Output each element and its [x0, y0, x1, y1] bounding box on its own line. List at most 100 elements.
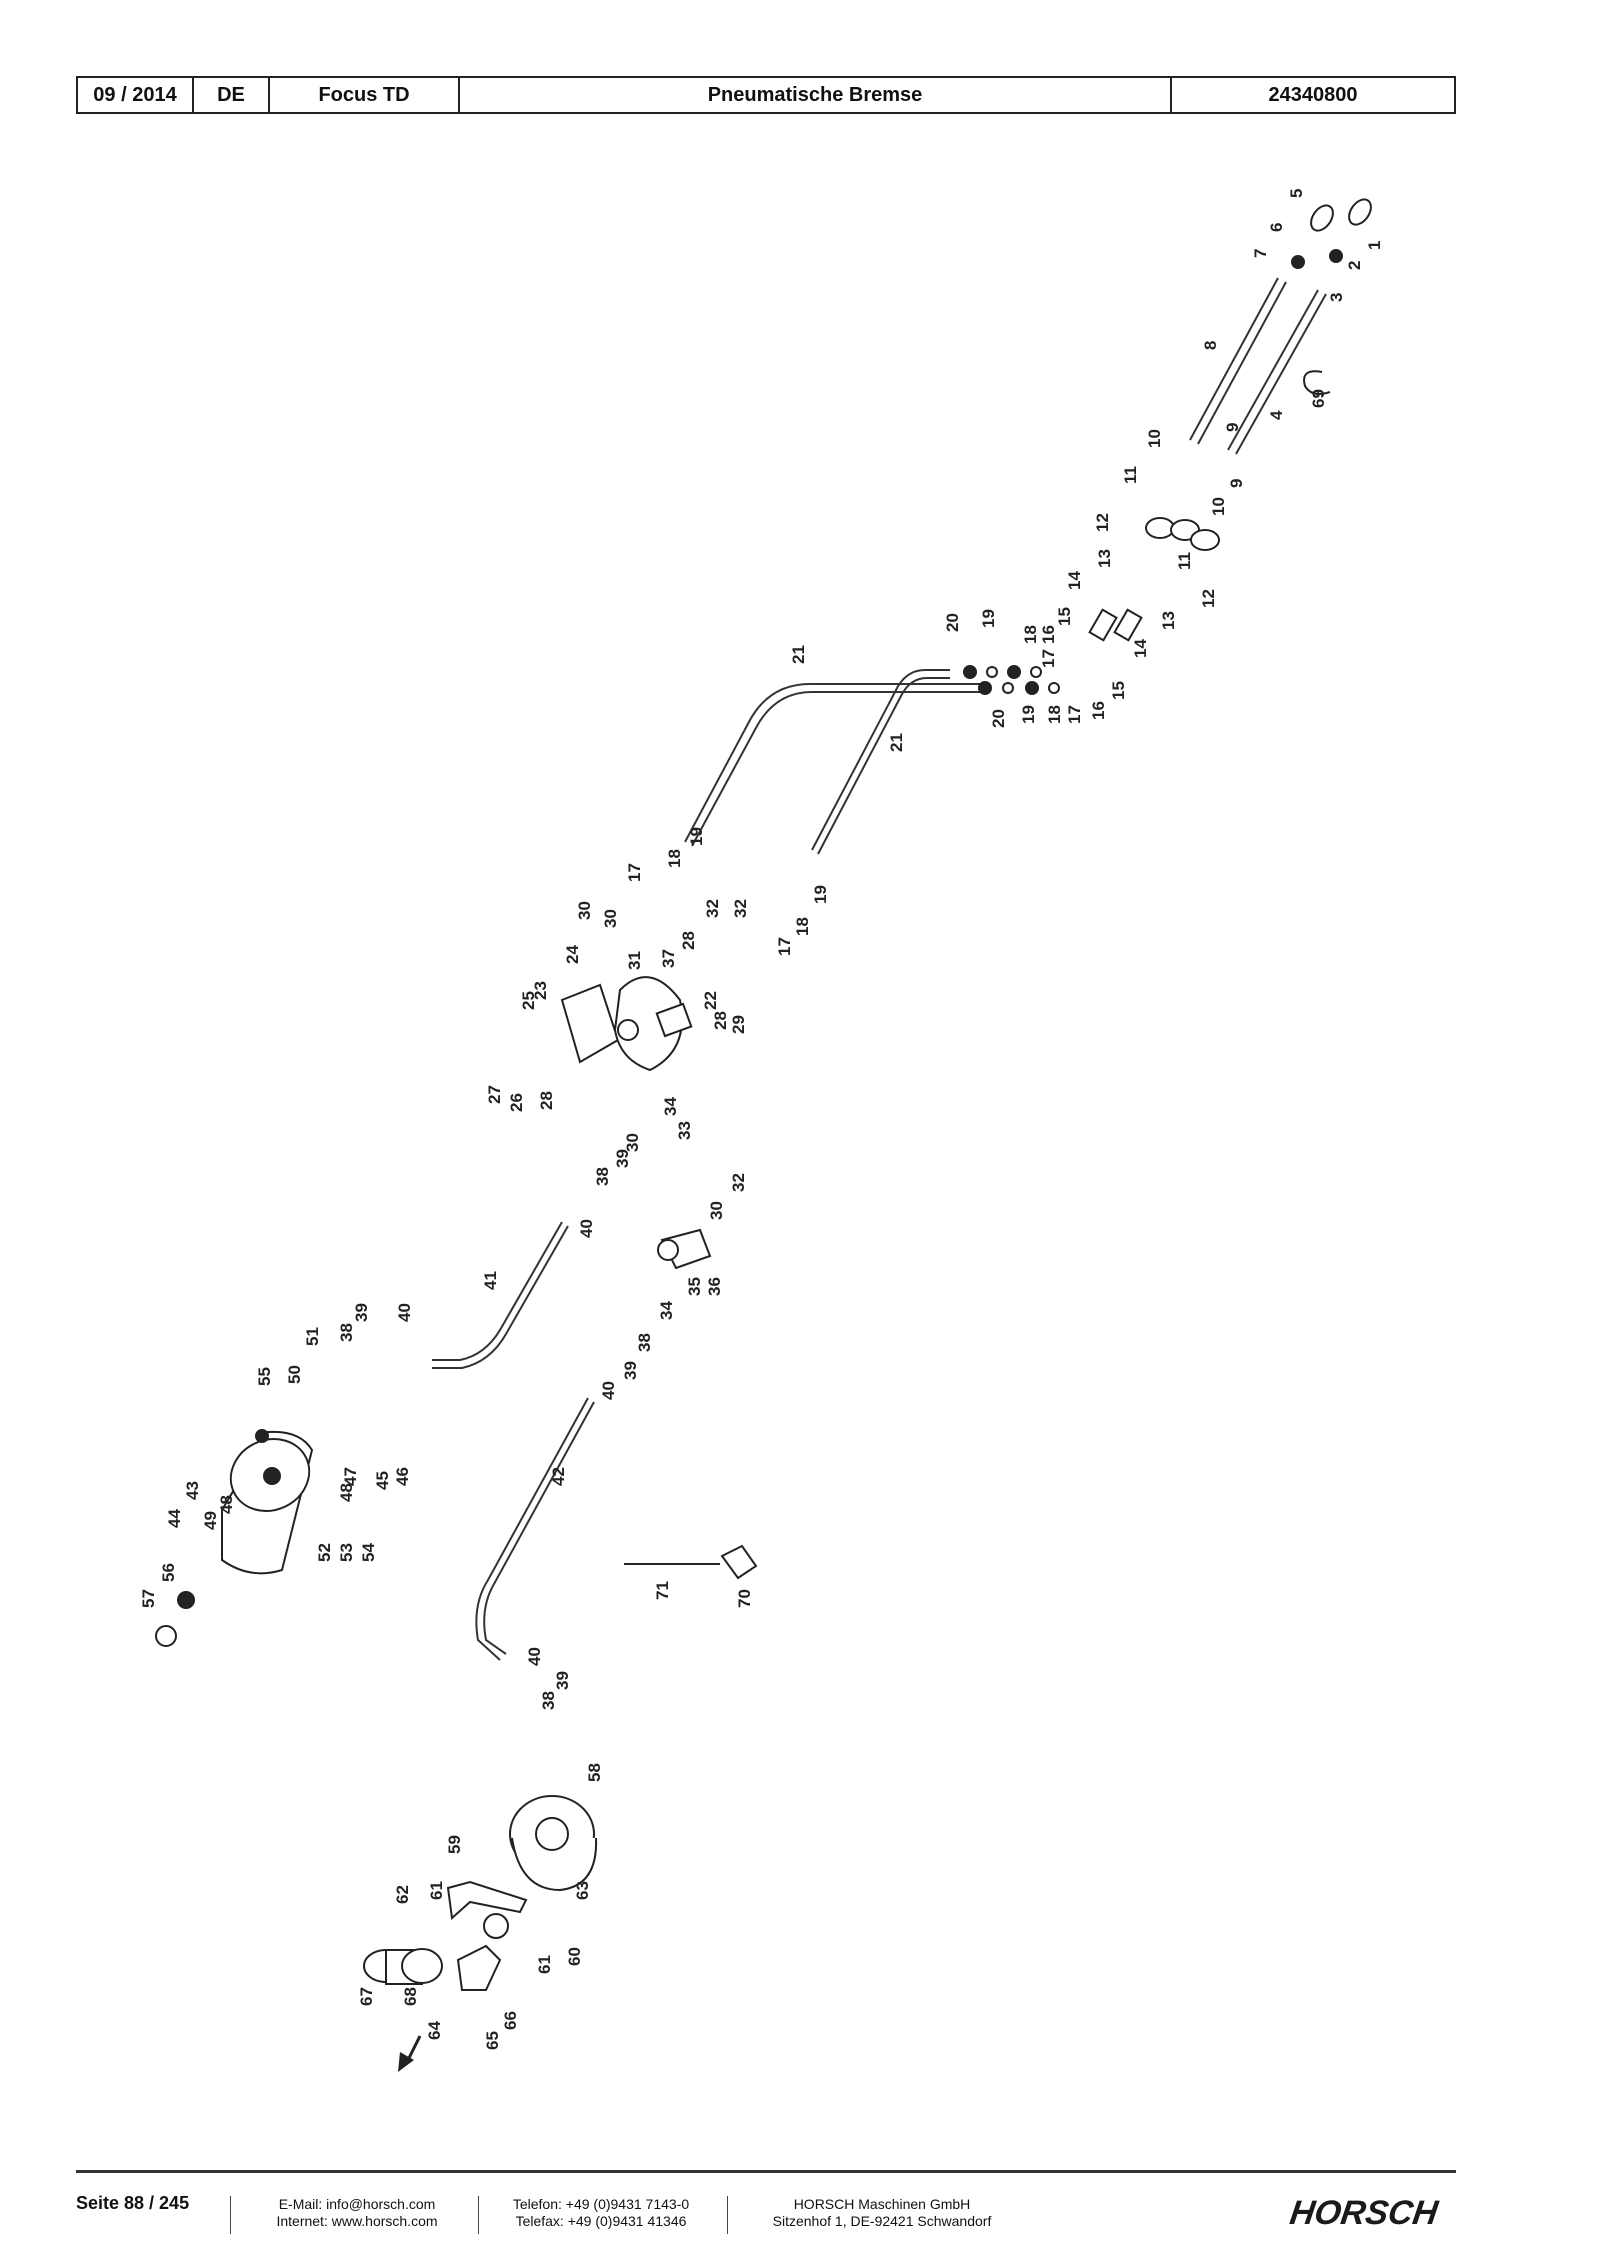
part-label-41: 41 [481, 1271, 500, 1290]
part-label-38: 38 [593, 1167, 612, 1186]
part-label-20: 20 [989, 709, 1008, 728]
svg-text:HORSCH: HORSCH [1287, 2194, 1441, 2232]
part-label-24: 24 [563, 945, 582, 964]
part-label-40: 40 [395, 1303, 414, 1322]
part-label-45: 45 [373, 1471, 392, 1490]
footer-fax: Telefax: +49 (0)9431 41346 [515, 2213, 687, 2229]
header-language: DE [194, 78, 270, 112]
pipes [432, 277, 1327, 1661]
part-label-55: 55 [255, 1367, 274, 1386]
part-label-70: 70 [735, 1589, 754, 1608]
part-label-17: 17 [1065, 705, 1084, 724]
part-label-14: 14 [1065, 571, 1084, 590]
part-label-34: 34 [661, 1097, 680, 1116]
part-label-17: 17 [775, 937, 794, 956]
part-label-49: 49 [201, 1511, 220, 1530]
footer-email[interactable]: E-Mail: info@horsch.com [278, 2196, 436, 2212]
header-title: Pneumatische Bremse [460, 78, 1172, 112]
part-label-10: 10 [1209, 497, 1228, 516]
part-label-61: 61 [427, 1881, 446, 1900]
part-label-6: 6 [1267, 223, 1286, 232]
part-label-35: 35 [685, 1277, 704, 1296]
part-label-11: 11 [1175, 552, 1194, 570]
part-label-1: 1 [1365, 241, 1384, 250]
part-label-10: 10 [1145, 429, 1164, 448]
part-label-48: 48 [217, 1495, 236, 1514]
part-label-39: 39 [553, 1671, 572, 1690]
part-label-56: 56 [159, 1563, 178, 1582]
part-label-32: 32 [729, 1173, 748, 1192]
part-label-5: 5 [1287, 189, 1306, 198]
footer-company: HORSCH Maschinen GmbH [793, 2196, 971, 2212]
part-label-30: 30 [707, 1201, 726, 1220]
part-label-71: 71 [653, 1581, 672, 1600]
part-label-21: 21 [887, 733, 906, 752]
footer-contact-phone: Telefon: +49 (0)9431 7143-0 Telefax: +49… [506, 2196, 696, 2230]
part-label-19: 19 [979, 609, 998, 628]
part-label-21: 21 [789, 645, 808, 664]
part-label-27: 27 [485, 1085, 504, 1104]
part-label-40: 40 [577, 1219, 596, 1238]
part-label-51: 51 [303, 1327, 322, 1346]
part-label-15: 15 [1109, 681, 1128, 700]
page-number: Seite 88 / 245 [76, 2193, 190, 2213]
part-label-18: 18 [1045, 705, 1064, 724]
horsch-logo: HORSCH [1287, 2194, 1441, 2232]
part-label-38: 38 [539, 1691, 558, 1710]
footer-website[interactable]: Internet: www.horsch.com [276, 2213, 438, 2229]
part-label-13: 13 [1159, 611, 1178, 630]
part-label-37: 37 [659, 949, 678, 968]
footer-separator [727, 2196, 728, 2234]
direction-arrow-icon [398, 2035, 422, 2072]
part-label-40: 40 [525, 1647, 544, 1666]
part-label-42: 42 [549, 1467, 568, 1486]
part-label-65: 65 [483, 2031, 502, 2050]
part-label-8: 8 [1201, 341, 1220, 350]
part-label-44: 44 [165, 1509, 184, 1528]
part-label-64: 64 [425, 2021, 444, 2040]
part-label-47: 47 [341, 1467, 360, 1486]
part-label-14: 14 [1131, 639, 1150, 658]
part-label-39: 39 [352, 1303, 371, 1322]
part-label-61: 61 [535, 1955, 554, 1974]
part-label-67: 67 [357, 1987, 376, 2006]
part-label-36: 36 [705, 1277, 724, 1296]
parts [155, 198, 1372, 1991]
part-label-7: 7 [1251, 249, 1270, 258]
part-label-16: 16 [1039, 625, 1058, 644]
part-label-69: 69 [1309, 389, 1328, 408]
part-label-28: 28 [711, 1011, 730, 1030]
part-label-63: 63 [573, 1881, 592, 1900]
part-label-3: 3 [1327, 293, 1346, 302]
part-label-33: 33 [675, 1121, 694, 1140]
part-label-62: 62 [393, 1885, 412, 1904]
part-label-32: 32 [703, 899, 722, 918]
part-label-20: 20 [943, 613, 962, 632]
part-label-18: 18 [1021, 625, 1040, 644]
part-label-13: 13 [1095, 549, 1114, 568]
footer-separator [478, 2196, 479, 2234]
part-label-39: 39 [621, 1361, 640, 1380]
part-label-19: 19 [811, 885, 830, 904]
part-label-28: 28 [537, 1091, 556, 1110]
part-label-17: 17 [625, 863, 644, 882]
part-label-16: 16 [1089, 701, 1108, 720]
part-label-32: 32 [731, 899, 750, 918]
part-label-15: 15 [1055, 607, 1074, 626]
footer-contact-web: E-Mail: info@horsch.com Internet: www.ho… [262, 2196, 452, 2230]
header-document-number: 24340800 [1268, 83, 1358, 106]
footer-company-block: HORSCH Maschinen GmbH Sitzenhof 1, DE-92… [752, 2196, 1012, 2230]
part-label-39: 39 [613, 1149, 632, 1168]
part-label-26: 26 [507, 1093, 526, 1112]
part-label-46: 46 [393, 1467, 412, 1486]
part-label-18: 18 [793, 917, 812, 936]
part-label-58: 58 [585, 1763, 604, 1782]
footer-separator [230, 2196, 231, 2234]
footer-rule [76, 2170, 1456, 2173]
footer-address: Sitzenhof 1, DE-92421 Schwandorf [772, 2213, 992, 2229]
part-label-30: 30 [623, 1133, 642, 1152]
part-label-50: 50 [285, 1365, 304, 1384]
part-label-29: 29 [729, 1015, 748, 1034]
part-label-66: 66 [501, 2011, 520, 2030]
